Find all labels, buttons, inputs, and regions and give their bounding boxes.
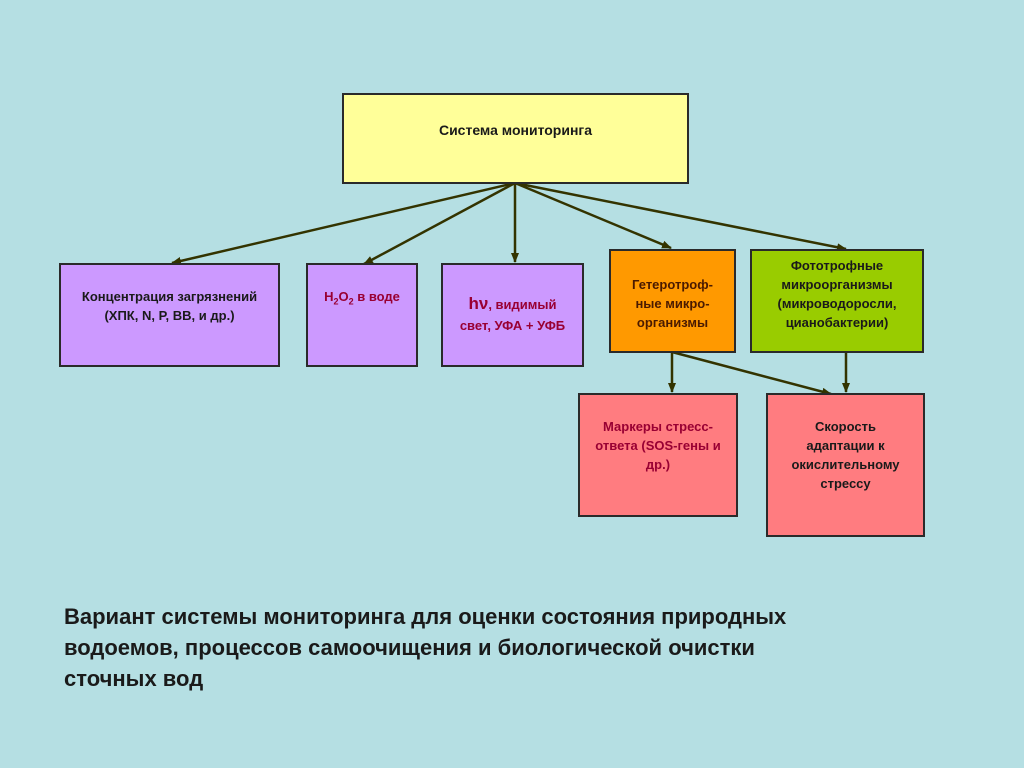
node-monitoring-system-label: Система мониторинга [438, 122, 593, 138]
node-stress-markers: Маркеры стресс- ответа (SOS-гены и др.) [578, 393, 738, 517]
arrow-root-to-hetero [514, 181, 672, 250]
h2o2-label: H2O2 в воде [324, 287, 400, 312]
caption-line-2: водоемов, процессов самоочищения и биоло… [64, 635, 755, 660]
rate-line-1: Скорость [815, 419, 876, 434]
node-adaptation-rate: Скорость адаптации к окислительному стре… [766, 393, 925, 537]
markers-line-1: Маркеры стресс- [603, 419, 713, 434]
rate-line-3: окислительному [791, 457, 900, 472]
photo-line-4: цианобактерии) [785, 315, 889, 330]
node-heterotrophic-microorganisms: Гетеротроф- ные микро- организмы [609, 249, 736, 353]
h2o2-rest: в воде [353, 289, 400, 304]
node-phototrophic-microorganisms: Фототрофные микроорганизмы (микроводорос… [750, 249, 924, 353]
h2o2-o: O [338, 289, 349, 304]
photo-line-1: Фототрофные [790, 258, 884, 273]
rate-line-2: адаптации к [806, 438, 885, 453]
markers-line-3: др.) [645, 457, 671, 472]
arrow-root-to-pollution [171, 181, 516, 265]
hetero-line-1: Гетеротроф- [632, 277, 713, 292]
hetero-line-2: ные микро- [635, 296, 710, 311]
h2o2-sub-2: 2 [348, 296, 354, 307]
pollution-line-1: Концентрация загрязнений [81, 289, 258, 304]
light-hv: hν [468, 294, 489, 313]
h2o2-h: H [324, 289, 334, 304]
photo-line-3: (микроводоросли, [777, 296, 897, 311]
hetero-line-3: организмы [636, 315, 709, 330]
node-h2o2-in-water: H2O2 в воде [306, 263, 418, 367]
caption-line-1: Вариант системы мониторинга для оценки с… [64, 604, 787, 629]
arrow-root-to-photo [514, 181, 847, 252]
node-monitoring-system: Система мониторинга [342, 93, 689, 184]
light-line-2: свет, УФА + УФБ [459, 318, 566, 333]
light-line-1-rest: , видимый [488, 297, 557, 312]
h2o2-sub-1: 2 [333, 296, 339, 307]
diagram-caption: Вариант системы мониторинга для оценки с… [64, 601, 964, 694]
node-light: hν, видимый свет, УФА + УФБ [441, 263, 584, 367]
rate-line-4: стрессу [820, 476, 871, 491]
pollution-line-2: (ХПК, N, P, ВВ, и др.) [104, 308, 235, 323]
photo-line-2: микроорганизмы [781, 277, 893, 292]
node-pollution-concentration: Концентрация загрязнений (ХПК, N, P, ВВ,… [59, 263, 280, 367]
caption-line-3: сточных вод [64, 666, 204, 691]
arrow-root-to-h2o2 [363, 181, 516, 266]
markers-line-2: ответа (SOS-гены и [595, 438, 721, 453]
arrow-hetero-to-rate [671, 350, 832, 396]
light-line-1: hν, видимый [468, 293, 556, 315]
